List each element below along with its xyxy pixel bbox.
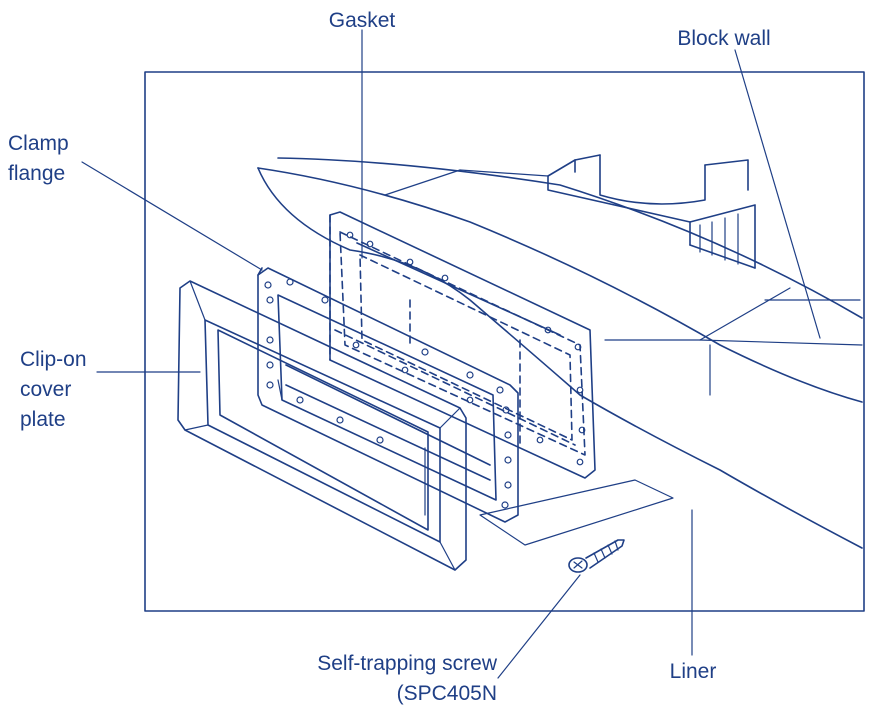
labels: Gasket Block wall Clamp flange Clip-on c… [8, 9, 771, 705]
diagram-frame [144, 71, 865, 612]
leader-lines [81, 29, 821, 679]
label-gasket: Gasket [329, 9, 396, 32]
label-block-wall: Block wall [677, 27, 770, 50]
label-clamp-flange-line1: Clamp [8, 132, 69, 155]
label-clip-on-line3: plate [20, 408, 66, 431]
gasket [329, 211, 596, 479]
label-screw-line1: Self-trapping screw [317, 652, 498, 675]
self-trapping-screw [568, 539, 625, 573]
label-clip-on-line1: Clip-on [20, 348, 87, 371]
liner [257, 167, 863, 549]
label-liner: Liner [670, 660, 717, 683]
block-wall [257, 154, 863, 403]
label-clamp-flange-line2: flange [8, 162, 65, 185]
clamp-flange [257, 267, 519, 523]
label-clip-on-line2: cover [20, 378, 71, 401]
label-screw-line2: (SPC405N [397, 682, 497, 705]
clip-on-cover-plate [177, 280, 467, 571]
